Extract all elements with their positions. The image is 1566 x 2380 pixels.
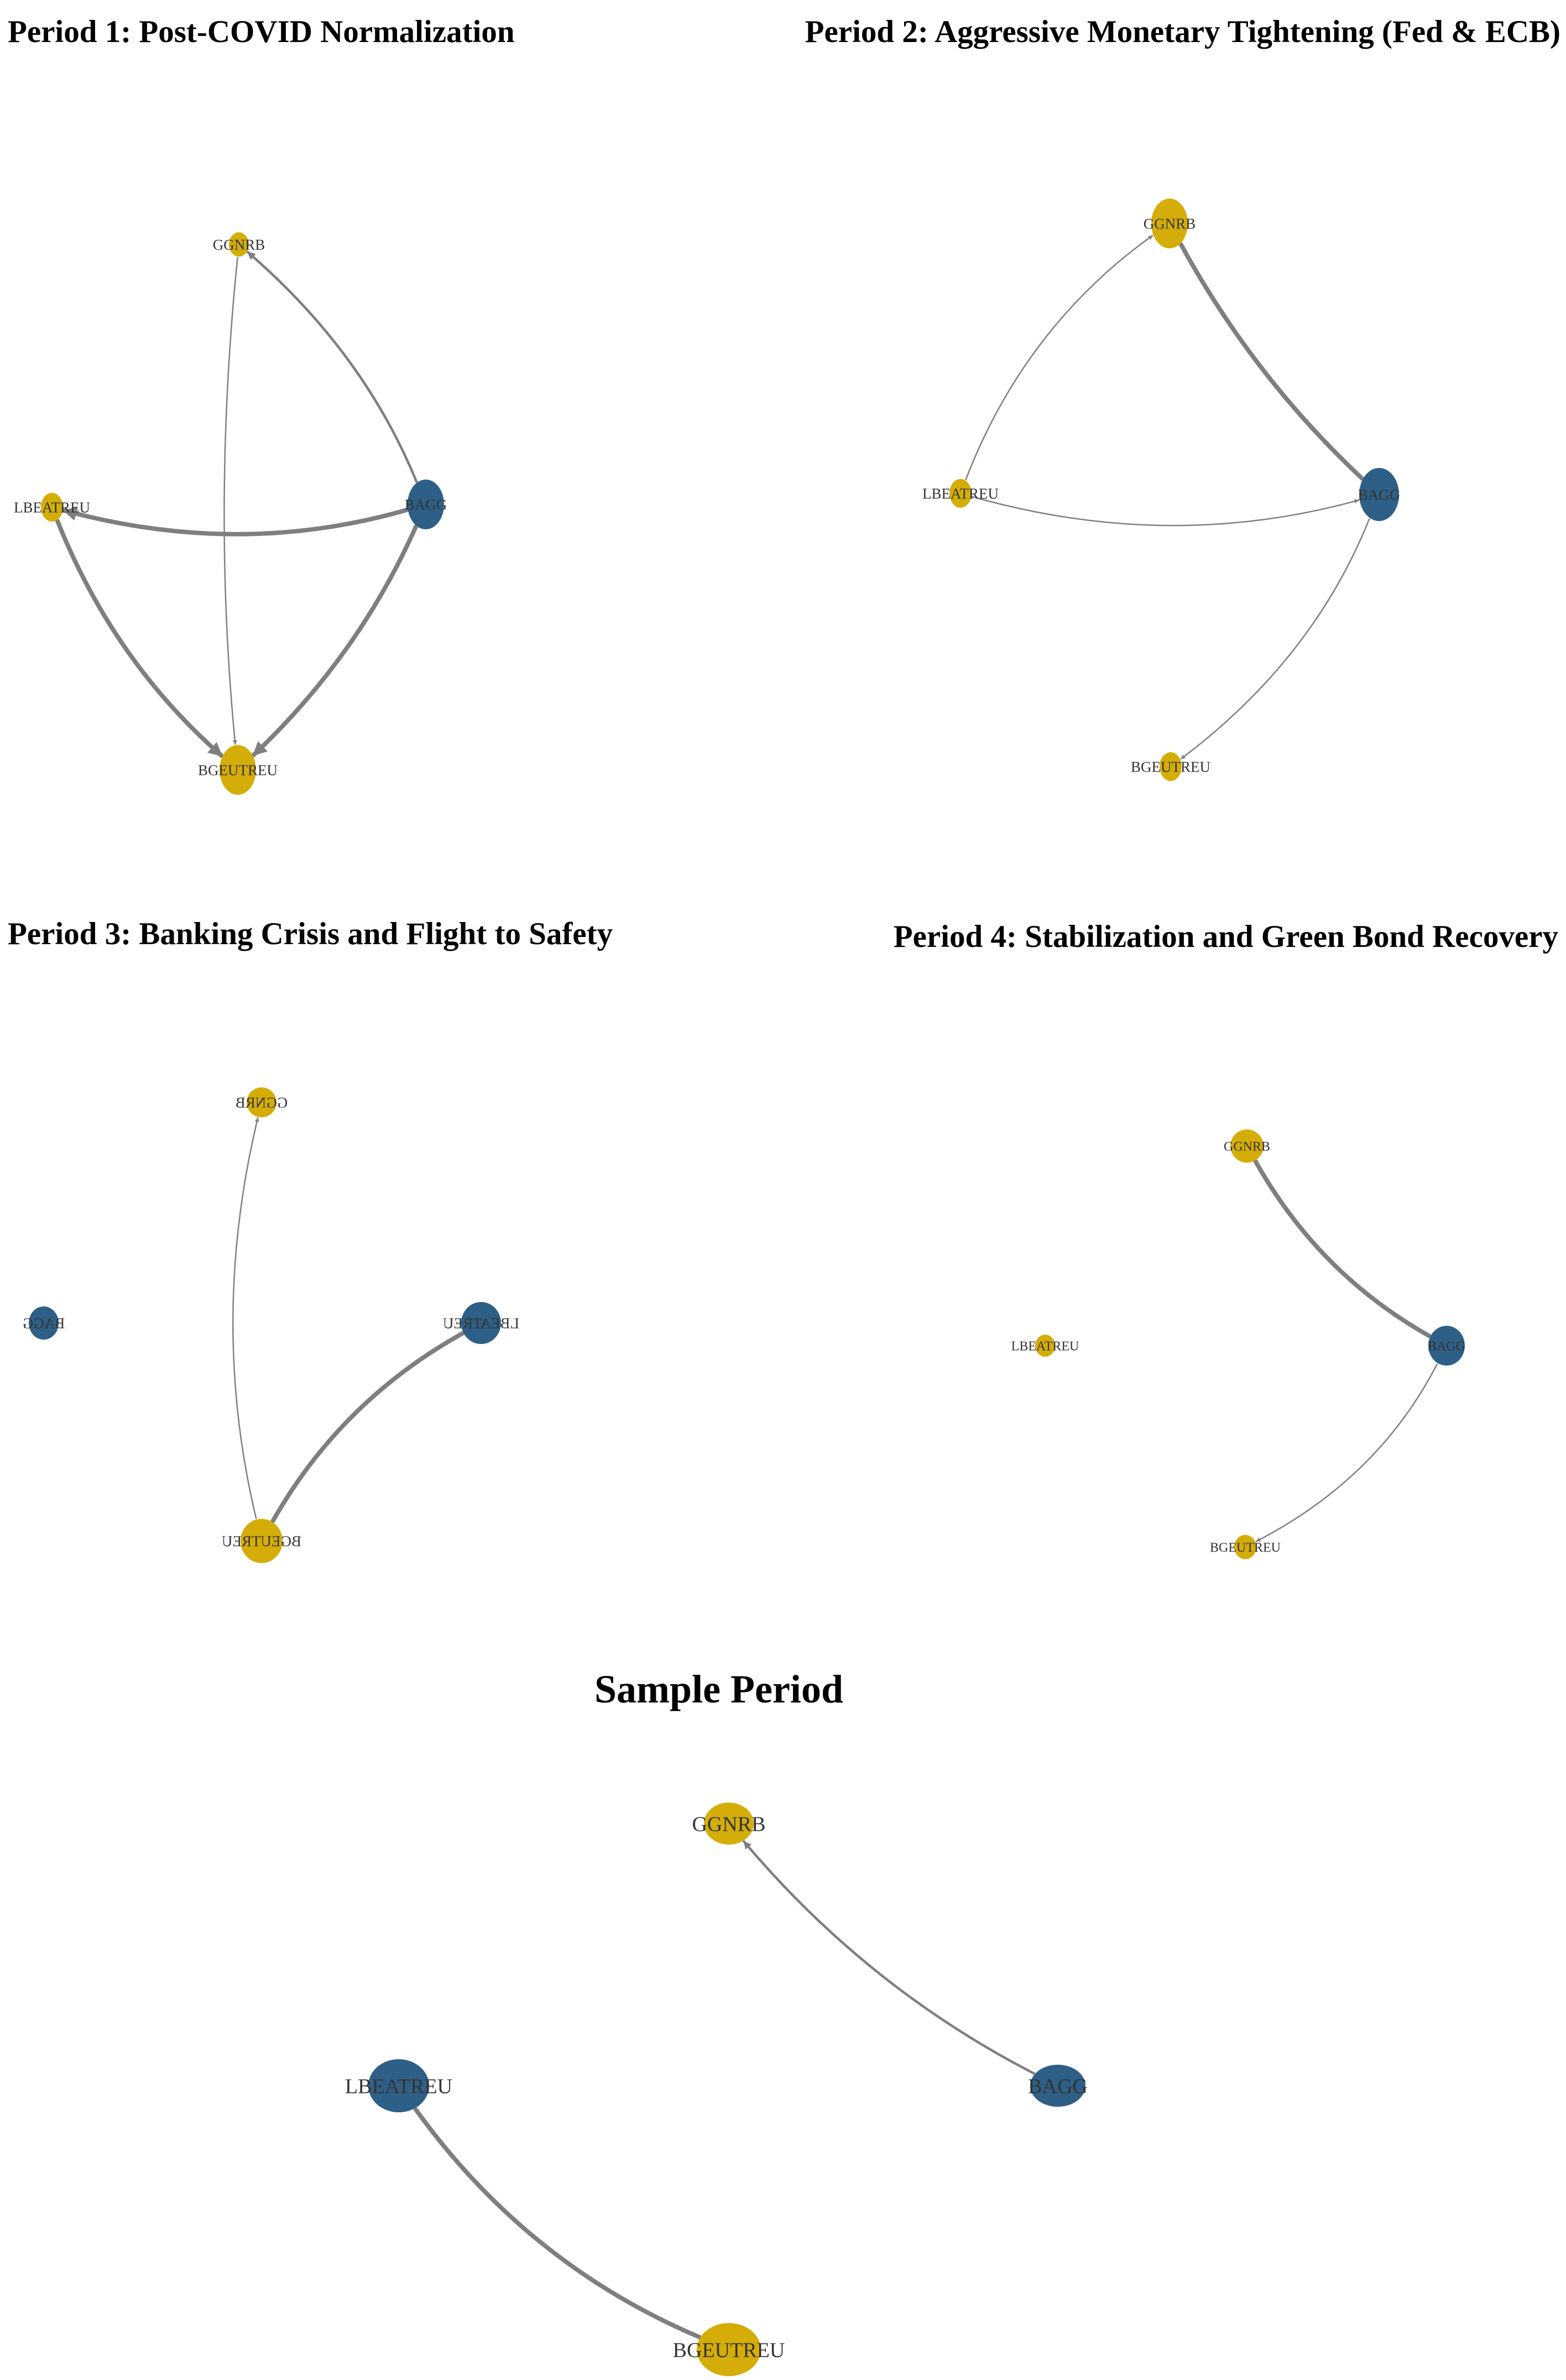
node-lbeatreu-marker [461,1302,501,1344]
node-lbeatreu-marker [949,479,972,508]
node-bagg-marker [29,1306,59,1340]
node-layer: GGNRB BAGG LBEATREU BGEUTREU [23,1087,519,1563]
node-bgeutreu-label: BGEUTREU [1210,1540,1281,1555]
node-lbeatreu-marker [41,493,63,522]
node-lbeatreu: LBEATREU [443,1302,519,1344]
node-bagg-marker [1030,2065,1085,2107]
node-bgeutreu-label: BGEUTREU [198,762,278,778]
edge-bagg-to-ggnrb [743,1840,1036,2075]
node-bgeutreu: BGEUTREU [1131,752,1210,781]
edge-bagg-to-ggnrb [246,251,418,483]
edge-lbeatreu-to-ggnrb [965,235,1153,481]
panel-title-period-2: Period 2: Aggressive Monetary Tightening… [805,14,1560,49]
node-ggnrb: GGNRB [692,1803,766,1845]
node-lbeatreu: LBEATREU [1011,1335,1079,1357]
node-bagg: BAGG [1028,2065,1088,2107]
node-lbeatreu-marker [368,2059,429,2112]
node-lbeatreu: LBEATREU [14,493,90,522]
node-ggnrb-marker [1151,199,1188,248]
node-ggnrb-marker [229,232,249,257]
node-layer: GGNRB LBEATREU BAGG BGEUTREU [922,199,1400,781]
node-lbeatreu-label: LBEATREU [345,2075,452,2098]
node-bgeutreu-label: BGEUTREU [673,2339,785,2362]
node-ggnrb-marker [247,1087,276,1117]
edge-bagg-to-bgeutreu [251,524,419,757]
node-bgeutreu-marker [1234,1535,1256,1559]
edge-bagg-to-bgeutreu [1180,518,1370,760]
node-lbeatreu-label: LBEATREU [1011,1339,1079,1353]
node-bgeutreu-marker [1160,752,1182,781]
node-bagg-label: BAGG [1028,2075,1088,2098]
edge-lbeatreu-to-bgeutreu [55,518,224,758]
node-bgeutreu-label: BGEUTREU [222,1533,301,1549]
edge-bagg-to-ggnrb [1253,1159,1432,1339]
node-lbeatreu-label: LBEATREU [14,499,90,515]
network-period-3: GGNRB BAGG LBEATREU BGEUTREU [23,1087,519,1563]
node-ggnrb: GGNRB [1224,1129,1270,1163]
node-bagg-label: BAGG [405,496,447,513]
node-bagg: BAGG [1358,468,1401,521]
panel-title-period-4: Period 4: Stabilization and Green Bond R… [894,919,1558,954]
node-ggnrb-label: GGNRB [236,1094,288,1111]
edge-ggnrb-to-bgeutreu [223,257,238,745]
edge-lbeatreu-to-bgeutreu [270,1331,465,1523]
edge-bagg-to-bgeutreu [1255,1363,1438,1542]
edge-lbeatreu-to-bgeutreu [413,2107,702,2340]
panel-title-period-1: Period 1: Post-COVID Normalization [8,14,515,49]
node-bgeutreu: BGEUTREU [1210,1535,1281,1559]
edge-layer [232,1117,465,1523]
node-ggnrb-label: GGNRB [213,236,265,253]
network-period-2: GGNRB LBEATREU BAGG BGEUTREU [922,199,1400,781]
node-lbeatreu-marker [1035,1335,1055,1357]
node-ggnrb-label: GGNRB [1144,215,1196,232]
node-bgeutreu-marker [220,745,256,795]
node-ggnrb: GGNRB [236,1087,288,1117]
node-bgeutreu-marker [241,1519,283,1563]
node-lbeatreu-label: LBEATREU [922,485,999,502]
node-lbeatreu: LBEATREU [345,2059,452,2112]
node-layer: GGNRB LBEATREU BAGG BGEUTREU [1011,1129,1465,1559]
node-bagg-marker [1359,468,1399,521]
node-ggnrb-marker [1230,1129,1264,1163]
panel-title-sample-period: Sample Period [594,1667,843,1711]
network-period-1: GGNRB LBEATREU BAGG BGEUTREU [14,232,447,795]
edge-lbeatreu-to-bagg [972,496,1360,527]
node-ggnrb: GGNRB [213,232,265,257]
node-bagg-marker [408,480,444,529]
edge-bagg-to-ggnrb [1178,242,1365,481]
edge-layer [1253,1159,1438,1542]
node-bagg-label: BAGG [23,1315,65,1331]
node-bgeutreu-marker [697,2323,761,2376]
node-bagg-marker [1428,1326,1465,1366]
node-ggnrb: GGNRB [1144,199,1196,248]
node-lbeatreu-label: LBEATREU [443,1315,519,1331]
node-ggnrb-label: GGNRB [692,1813,765,1836]
network-period-4: GGNRB LBEATREU BAGG BGEUTREU [1011,1129,1465,1559]
node-lbeatreu: LBEATREU [922,479,999,508]
edge-layer [413,1840,1036,2340]
node-bagg: BAGG [23,1306,65,1340]
node-bagg-label: BAGG [1428,1339,1465,1353]
node-layer: GGNRB LBEATREU BAGG BGEUTREU [345,1803,1088,2376]
node-bagg-label: BAGG [1358,486,1401,503]
node-bgeutreu: BGEUTREU [673,2323,785,2376]
node-ggnrb-marker [704,1803,754,1845]
node-bgeutreu-label: BGEUTREU [1131,758,1210,775]
edge-bgeutreu-to-ggnrb [232,1117,259,1519]
panel-title-period-3: Period 3: Banking Crisis and Flight to S… [8,916,613,951]
network-sample-period: GGNRB LBEATREU BAGG BGEUTREU [345,1803,1088,2376]
edge-layer [55,251,419,758]
node-bagg: BAGG [405,480,447,529]
node-bgeutreu: BGEUTREU [198,745,278,795]
edge-bagg-to-lbeatreu [61,507,409,537]
node-bgeutreu: BGEUTREU [222,1519,301,1563]
node-bagg: BAGG [1428,1326,1465,1366]
node-layer: GGNRB LBEATREU BAGG BGEUTREU [14,232,447,795]
edge-layer [965,235,1370,760]
node-ggnrb-label: GGNRB [1224,1139,1270,1154]
